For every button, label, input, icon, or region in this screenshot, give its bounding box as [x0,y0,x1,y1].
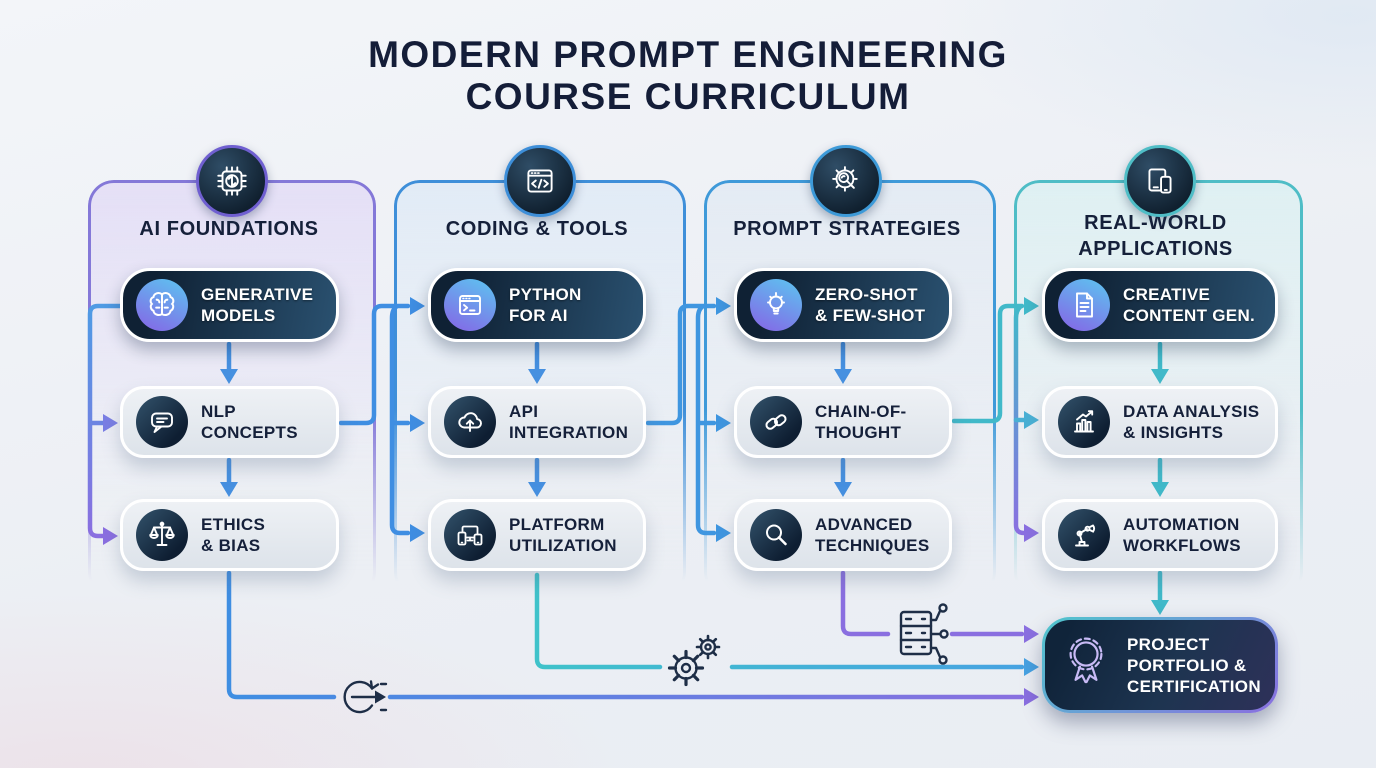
brain-icon [136,279,188,331]
box-advanced-techniques: ADVANCED TECHNIQUES [734,499,952,571]
box-project-portfolio-certification: PROJECT PORTFOLIO & CERTIFICATION [1042,617,1278,713]
box-label-line: PORTFOLIO & [1127,655,1247,675]
box-label-line: INTEGRATION [509,423,629,442]
server-network-icon [899,603,949,665]
box-label-line: WORKFLOWS [1123,536,1241,555]
cycle-arrows-icon [343,680,388,714]
box-creative-content-gen: CREATIVE CONTENT GEN. [1042,268,1278,342]
tablet-phone-icon [1124,145,1196,217]
box-generative-models: GENERATIVE MODELS [120,268,339,342]
box-label-line: ADVANCED [815,515,913,534]
gear-search-icon [810,145,882,217]
box-chain-of-thought: CHAIN-OF- THOUGHT [734,386,952,458]
page-title-line1: MODERN PROMPT ENGINEERING [368,34,1008,75]
column-title-prompt-strategies: PROMPT STRATEGIES [733,218,961,240]
devices-icon [444,509,496,561]
box-ethics-bias: ETHICS & BIAS [120,499,339,571]
box-automation-workflows: AUTOMATION WORKFLOWS [1042,499,1278,571]
code-window-icon [504,145,576,217]
box-label-line: & FEW-SHOT [815,306,926,325]
document-icon [1058,279,1110,331]
chip-brain-icon [196,145,268,217]
box-label-line: CONTENT GEN. [1123,306,1256,325]
terminal-icon [444,279,496,331]
page-title-line2: COURSE CURRICULUM [465,76,911,117]
bar-chart-icon [1058,396,1110,448]
column-title-coding-tools: CODING & TOOLS [445,218,629,240]
lightbulb-icon [750,279,802,331]
box-label-line: AUTOMATION [1123,515,1240,534]
box-label-line: API [509,402,539,421]
box-label-line: CREATIVE [1123,285,1211,304]
box-label-line: GENERATIVE [201,285,314,304]
box-label-line: MODELS [201,306,276,325]
box-label-line: & INSIGHTS [1123,423,1224,442]
box-label-line: FOR AI [509,306,568,325]
column-title-real-world-applications: REAL-WORLD APPLICATIONS [1078,212,1233,260]
box-label-line: CONCEPTS [201,423,298,442]
gears-icon [667,634,721,687]
box-label-line: CHAIN-OF- [815,402,907,421]
magnifier-icon [750,509,802,561]
box-python-for-ai: PYTHON FOR AI [428,268,646,342]
box-label-line: THOUGHT [815,423,902,442]
chain-link-icon [750,396,802,448]
box-label-line: ETHICS [201,515,266,534]
box-label-line: UTILIZATION [509,536,617,555]
box-platform-utilization: PLATFORM UTILIZATION [428,499,646,571]
box-nlp-concepts: NLP CONCEPTS [120,386,339,458]
box-label-line: NLP [201,402,236,421]
box-data-analysis-insights: DATA ANALYSIS & INSIGHTS [1042,386,1278,458]
box-label-line: & BIAS [201,536,261,555]
box-label-line: PLATFORM [509,515,605,534]
robot-arm-icon [1058,509,1110,561]
box-label-line: PROJECT [1127,634,1210,654]
chat-bubble-icon [136,396,188,448]
box-label-line: CERTIFICATION [1127,676,1261,696]
box-label-line: DATA ANALYSIS [1123,402,1260,421]
column-title-ai-foundations: AI FOUNDATIONS [139,218,319,240]
box-label-line: ZERO-SHOT [815,285,918,304]
page-title: MODERN PROMPT ENGINEERING COURSE CURRICU… [0,34,1376,118]
scales-icon [136,509,188,561]
box-api-integration: API INTEGRATION [428,386,646,458]
cloud-upload-icon [444,396,496,448]
box-label-line: TECHNIQUES [815,536,930,555]
box-zero-shot-few-shot: ZERO-SHOT & FEW-SHOT [734,268,952,342]
award-ribbon-icon [1055,632,1117,698]
box-label-line: PYTHON [509,285,582,304]
